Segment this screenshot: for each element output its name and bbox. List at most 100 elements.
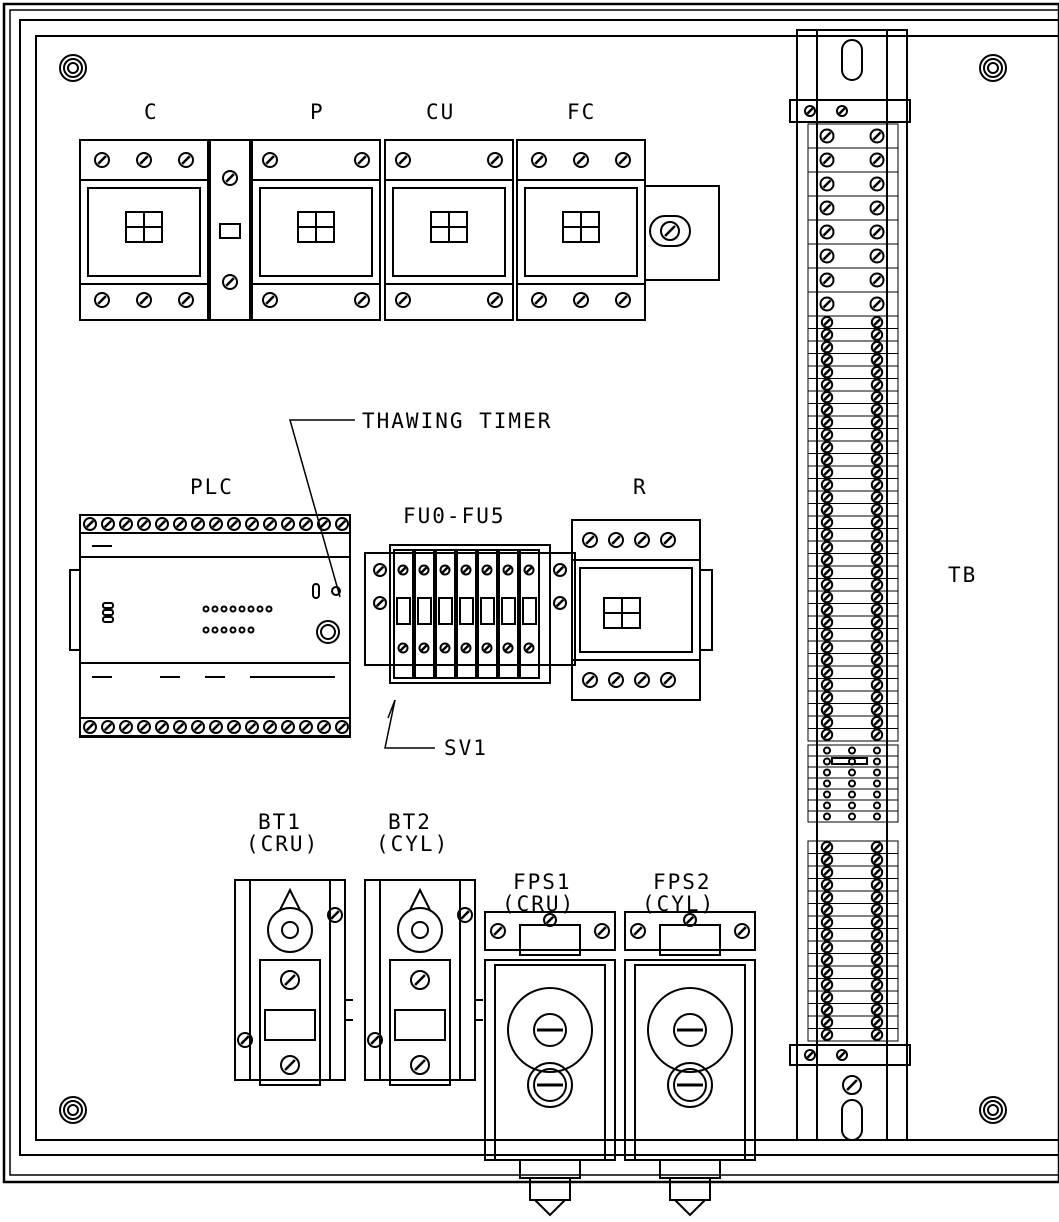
screw-icon (634, 532, 650, 548)
screw-icon (820, 316, 834, 329)
contactor-fc (516, 139, 646, 321)
screw-icon (870, 966, 884, 979)
screw-icon (101, 720, 115, 734)
screw-icon (280, 970, 300, 990)
label-bt1: BT1 (258, 810, 302, 834)
screw-icon (869, 248, 885, 264)
screw-icon (83, 517, 97, 531)
screw-icon (820, 691, 834, 704)
screw-icon (615, 152, 631, 168)
screw-icon (237, 1032, 253, 1048)
screw-icon (820, 541, 834, 554)
screw-icon (870, 841, 884, 854)
screw-icon (119, 517, 133, 531)
screw-icon (870, 316, 884, 329)
screw-icon (487, 152, 503, 168)
screw-icon (543, 913, 557, 927)
screw-icon (870, 628, 884, 641)
screw-icon (630, 923, 646, 939)
screw-icon (734, 923, 750, 939)
screw-icon (335, 720, 349, 734)
screw-icon (209, 517, 223, 531)
screw-icon (870, 403, 884, 416)
screw-icon (820, 528, 834, 541)
screw-icon (608, 532, 624, 548)
screw-icon (373, 596, 387, 610)
label-bt2-sub: (CYL) (376, 832, 449, 856)
screw-icon (280, 1055, 300, 1075)
screw-icon (819, 272, 835, 288)
screw-icon (222, 274, 238, 290)
screw-icon (820, 516, 834, 529)
screw-icon (870, 866, 884, 879)
screw-icon (820, 491, 834, 504)
screw-icon (870, 378, 884, 391)
screw-icon (870, 641, 884, 654)
thermostat-bt2 (364, 879, 483, 1086)
screw-icon (820, 591, 834, 604)
screw-icon (354, 152, 370, 168)
screw-icon (418, 564, 430, 576)
screw-icon (820, 678, 834, 691)
screw-icon (553, 563, 567, 577)
screw-icon (819, 152, 835, 168)
screw-icon (820, 853, 834, 866)
screw-icon (870, 578, 884, 591)
screw-icon (83, 720, 97, 734)
screw-icon (870, 441, 884, 454)
screw-icon (820, 866, 834, 879)
screw-icon (553, 596, 567, 610)
screw-icon (820, 378, 834, 391)
screw-icon (222, 170, 238, 186)
fuse-holder (477, 549, 498, 679)
screw-icon (820, 978, 834, 991)
thermostats (234, 879, 483, 1086)
screw-icon (395, 292, 411, 308)
screw-icon (820, 553, 834, 566)
screw-icon (820, 353, 834, 366)
screw-icon (869, 224, 885, 240)
screw-icon (870, 503, 884, 516)
screw-icon (209, 720, 223, 734)
screw-icon (820, 628, 834, 641)
screw-icon (615, 292, 631, 308)
screw-icon (819, 296, 835, 312)
label-thawing-timer: THAWING TIMER (362, 409, 552, 433)
screw-icon (191, 720, 205, 734)
label-bt2: BT2 (388, 810, 432, 834)
screw-icon (487, 292, 503, 308)
screw-icon (820, 566, 834, 579)
screw-icon (582, 532, 598, 548)
sv1-leader (384, 699, 435, 749)
screw-icon (870, 328, 884, 341)
screw-icon (836, 105, 848, 117)
mounting-screw-icon (59, 54, 87, 82)
screw-icon (842, 1075, 862, 1095)
screw-icon (820, 966, 834, 979)
screw-icon (870, 903, 884, 916)
screw-icon (594, 923, 610, 939)
screw-icon (870, 341, 884, 354)
pressure-switch-fps1 (484, 911, 616, 1217)
screw-icon (281, 720, 295, 734)
screw-icon (245, 720, 259, 734)
screw-icon (173, 720, 187, 734)
screw-icon (299, 517, 313, 531)
screw-icon (869, 272, 885, 288)
screw-icon (820, 328, 834, 341)
screw-icon (804, 1049, 816, 1061)
screw-icon (870, 353, 884, 366)
labels: C P CU FC THAWING TIMER PLC FU0-FU5 R TB… (144, 100, 975, 916)
screw-icon (101, 517, 115, 531)
screw-icon (820, 603, 834, 616)
screw-icon (820, 416, 834, 429)
screw-icon (870, 616, 884, 629)
screw-icon (869, 152, 885, 168)
plc-unit (69, 514, 351, 738)
pressure-switch-fps2 (624, 911, 756, 1217)
screw-icon (820, 1028, 834, 1041)
screw-icon (373, 563, 387, 577)
screw-icon (327, 907, 343, 923)
screw-icon (457, 907, 473, 923)
